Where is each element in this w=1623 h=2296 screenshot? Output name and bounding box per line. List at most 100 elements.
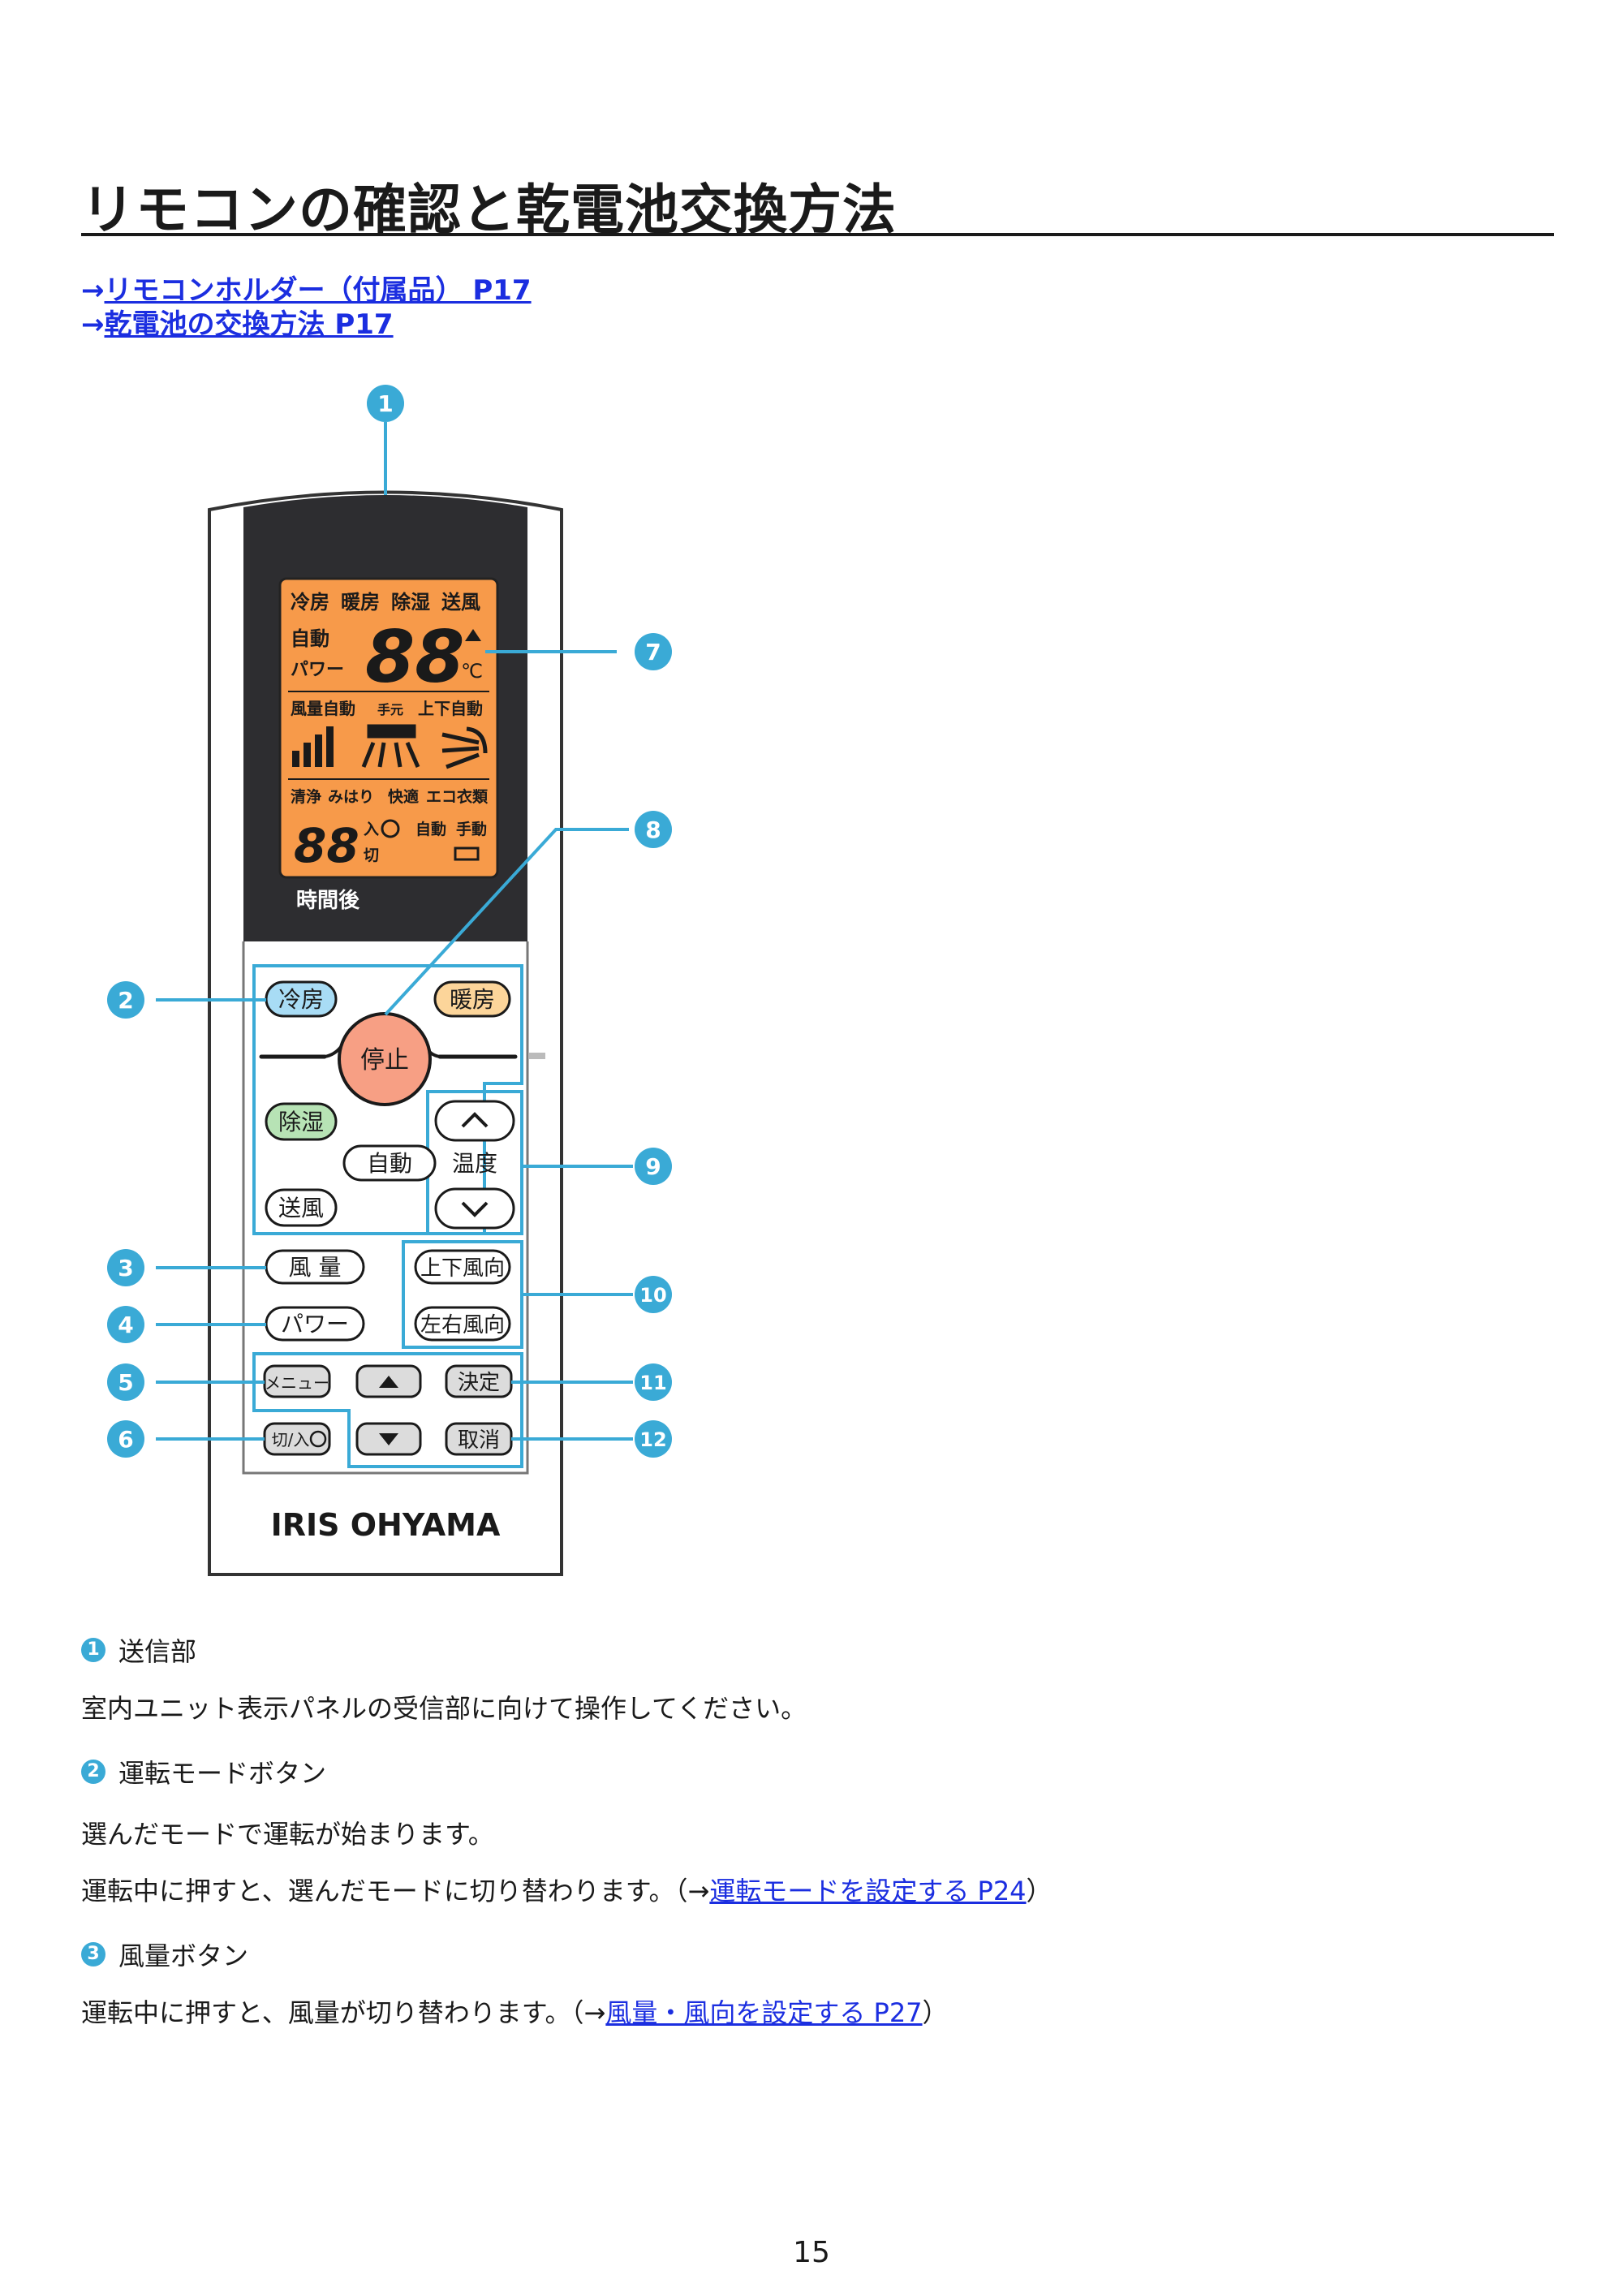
lcd-clothes: 衣類 bbox=[457, 787, 489, 806]
updown-direction-button[interactable]: 上下風向 bbox=[414, 1249, 511, 1285]
down-button[interactable] bbox=[355, 1422, 422, 1456]
svg-text:5: 5 bbox=[118, 1369, 133, 1396]
chevron-up-icon bbox=[461, 1112, 489, 1128]
timer-after-label: 時間後 bbox=[296, 888, 360, 913]
updown-direction-button-label: 上下風向 bbox=[420, 1256, 505, 1281]
cool-button-label: 冷房 bbox=[278, 986, 324, 1013]
callout-6: 6 bbox=[107, 1420, 144, 1458]
svg-text:1: 1 bbox=[377, 390, 393, 417]
callout-5: 5 bbox=[107, 1363, 144, 1401]
triangle-up-icon bbox=[379, 1376, 398, 1388]
lcd-mode-dry: 除湿 bbox=[391, 591, 430, 614]
temp-down-button[interactable] bbox=[434, 1187, 515, 1230]
svg-text:11: 11 bbox=[639, 1372, 666, 1394]
leftright-direction-button[interactable]: 左右風向 bbox=[414, 1306, 511, 1342]
section-heading-text: 運転モードボタン bbox=[118, 1758, 327, 1789]
temperature-label: 温度 bbox=[452, 1150, 497, 1177]
section-heading-text: 風量ボタン bbox=[118, 1941, 249, 1971]
link-remote-holder[interactable]: →リモコンホルダー（付属品） P17 bbox=[81, 268, 532, 308]
confirm-button-label: 決定 bbox=[458, 1371, 500, 1395]
arrow-icon: → bbox=[81, 274, 105, 307]
callout-8: 8 bbox=[635, 811, 672, 848]
lcd-temp-digits: 88 bbox=[365, 615, 464, 699]
timer-button[interactable]: 切/入 bbox=[263, 1422, 331, 1456]
section-heading-mode-buttons: 2 運転モードボタン bbox=[81, 1753, 326, 1790]
lcd-timer-digits: 88 bbox=[294, 818, 359, 873]
link-text[interactable]: リモコンホルダー（付属品） P17 bbox=[104, 274, 532, 307]
lcd-updown-auto: 上下自動 bbox=[418, 699, 483, 718]
direction-buttons-group bbox=[402, 1240, 523, 1349]
cool-button[interactable]: 冷房 bbox=[265, 980, 338, 1018]
lcd-unit: ℃ bbox=[461, 660, 483, 683]
heat-button[interactable]: 暖房 bbox=[433, 980, 511, 1018]
lcd-mode-cool: 冷房 bbox=[291, 591, 329, 614]
section-number-badge: 3 bbox=[81, 1942, 105, 1966]
svg-text:4: 4 bbox=[118, 1312, 133, 1338]
callout-9: 9 bbox=[635, 1148, 672, 1185]
section-paragraph: 室内ユニット表示パネルの受信部に向けて操作してください。 bbox=[81, 1693, 807, 1724]
link-battery-replace[interactable]: →乾電池の交換方法 P17 bbox=[81, 302, 394, 342]
lcd-comfort: 快適 bbox=[388, 787, 419, 806]
callout-3: 3 bbox=[107, 1249, 144, 1286]
lcd-fan-auto: 風量自動 bbox=[291, 699, 355, 718]
callout-4: 4 bbox=[107, 1306, 144, 1343]
temp-up-button[interactable] bbox=[434, 1100, 515, 1142]
stop-button[interactable]: 停止 bbox=[338, 1012, 432, 1106]
lcd-auto: 自動 bbox=[291, 627, 329, 650]
lcd-clock-icon bbox=[381, 819, 400, 838]
power-button[interactable]: パワー bbox=[265, 1306, 365, 1342]
clock-icon bbox=[309, 1430, 327, 1448]
callout-11: 11 bbox=[635, 1363, 672, 1401]
menu-buttons-group bbox=[252, 1352, 523, 1468]
fan-volume-button[interactable]: 風 量 bbox=[265, 1249, 365, 1285]
leftright-direction-button-label: 左右風向 bbox=[420, 1313, 505, 1338]
callout-10: 10 bbox=[635, 1276, 672, 1313]
power-button-label: パワー bbox=[281, 1311, 349, 1338]
svg-text:12: 12 bbox=[639, 1428, 666, 1451]
svg-text:9: 9 bbox=[645, 1153, 661, 1180]
confirm-button[interactable]: 決定 bbox=[445, 1364, 513, 1398]
lcd-mode-heat: 暖房 bbox=[341, 591, 380, 614]
cancel-button-label: 取消 bbox=[458, 1428, 500, 1453]
up-button[interactable] bbox=[355, 1364, 422, 1398]
auto-button-label: 自動 bbox=[367, 1150, 412, 1177]
stop-button-label: 停止 bbox=[360, 1046, 409, 1075]
lcd-on: 入 bbox=[364, 821, 379, 838]
cancel-button[interactable]: 取消 bbox=[445, 1422, 513, 1456]
section-number-badge: 1 bbox=[81, 1638, 105, 1662]
callout-7: 7 bbox=[635, 633, 672, 670]
timer-button-label: 切/入 bbox=[272, 1430, 310, 1450]
title-divider bbox=[81, 233, 1554, 236]
dehumidify-button-label: 除湿 bbox=[278, 1109, 324, 1135]
arrow-icon: → bbox=[81, 308, 105, 341]
section-heading-fan-button: 3 風量ボタン bbox=[81, 1936, 248, 1973]
callout-2: 2 bbox=[107, 981, 144, 1019]
lcd-watch: みはり bbox=[328, 788, 374, 806]
lcd-louver-icon bbox=[361, 724, 420, 768]
auto-button[interactable]: 自動 bbox=[342, 1144, 437, 1182]
menu-button[interactable]: メニュー bbox=[263, 1364, 331, 1398]
lcd-off: 切 bbox=[364, 846, 379, 864]
brand-logo: IRIS OHYAMA bbox=[271, 1507, 501, 1543]
svg-text:8: 8 bbox=[645, 816, 661, 843]
lcd-manual: 手動 bbox=[456, 820, 487, 838]
link-mode-setting[interactable]: 運転モードを設定する P24 bbox=[709, 1876, 1027, 1906]
remote-control-figure: 冷房 暖房 除湿 送風 自動 パワー 88 ℃ 風量自動 手元 上下自動 清浄 … bbox=[107, 385, 672, 1576]
section-heading-transmitter: 1 送信部 bbox=[81, 1631, 196, 1669]
mode-buttons-group bbox=[252, 964, 523, 1235]
dehumidify-button[interactable]: 除湿 bbox=[265, 1102, 338, 1141]
heat-button-label: 暖房 bbox=[450, 986, 495, 1013]
page-number: 15 bbox=[793, 2236, 830, 2269]
svg-text:6: 6 bbox=[118, 1426, 133, 1453]
section-paragraph: 運転中に押すと、風量が切り替わります。（→風量・風向を設定する P27） bbox=[81, 1997, 949, 2028]
lcd-swing-icon bbox=[441, 726, 488, 769]
lcd-up-arrow-icon bbox=[465, 629, 481, 641]
lcd-fan-bars-icon bbox=[292, 726, 334, 767]
section-number-badge: 2 bbox=[81, 1760, 105, 1784]
svg-text:3: 3 bbox=[118, 1255, 133, 1282]
link-fan-direction-setting[interactable]: 風量・風向を設定する P27 bbox=[605, 1997, 923, 2028]
lcd-timer-auto: 自動 bbox=[415, 820, 446, 838]
fan-only-button[interactable]: 送風 bbox=[265, 1188, 338, 1227]
lcd-power: パワー bbox=[291, 660, 344, 680]
link-text[interactable]: 乾電池の交換方法 P17 bbox=[104, 308, 394, 341]
